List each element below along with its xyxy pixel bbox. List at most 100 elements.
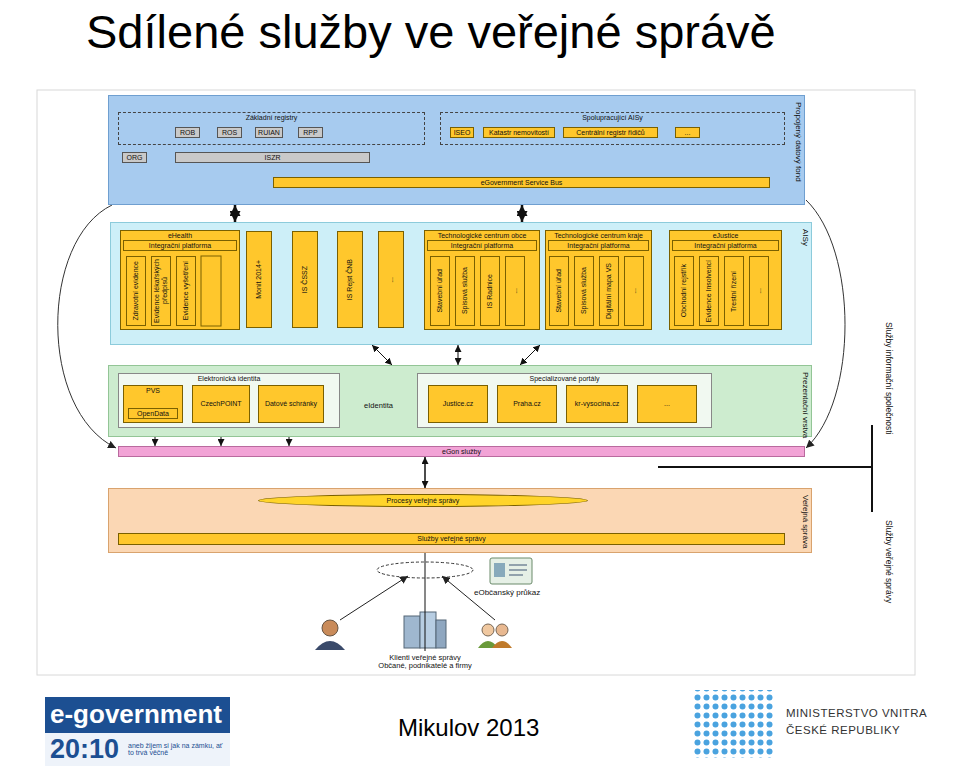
layer-band: Propojený datový fond Základní registryRO… xyxy=(108,95,805,205)
system-box: ISEO xyxy=(450,127,474,138)
layer-label: Veřejná správa xyxy=(800,495,809,548)
people-icon xyxy=(478,624,512,648)
logo-band xyxy=(45,697,230,733)
node-label: RUIAN xyxy=(258,129,280,137)
group-box: Elektronická identitaPVSOpenDataCzechPOI… xyxy=(118,373,340,428)
system-box: Evidence vyšetření xyxy=(176,256,196,326)
layer-band: Prezentační vrstvaElektronická identitaP… xyxy=(108,365,812,437)
node-label: ... xyxy=(664,400,670,408)
node-label: Monit 2014+ xyxy=(255,260,263,299)
connector-arrow xyxy=(424,457,426,488)
diagram-frame xyxy=(37,90,915,675)
node-label: ISEO xyxy=(454,129,471,137)
system-box: Evidence lékařských předpisů xyxy=(151,256,171,326)
system-box: eHealthIntegrační platformaZdravotní evi… xyxy=(120,230,240,330)
slide-title: Sdílené služby ve veřejné správě xyxy=(86,4,776,59)
client-arrow xyxy=(340,576,408,620)
registry-box: RPP xyxy=(298,127,323,138)
node-label: Obchodní rejstřík xyxy=(680,264,688,317)
id-card-icon xyxy=(490,558,532,584)
connector-arrow xyxy=(425,545,426,651)
node-label: Integrační platforma xyxy=(149,242,211,250)
layer-label: Prezentační vrstva xyxy=(800,372,809,438)
client-arrow xyxy=(442,576,495,620)
node-label: Spisová služba xyxy=(461,267,469,314)
ministry-logo xyxy=(692,690,774,758)
node-label: Procesy veřejné správy xyxy=(387,497,460,505)
system-box: CzechPOINT xyxy=(192,385,250,423)
node-label: Specializované portály xyxy=(529,375,599,383)
node-label: Digitální mapa VS xyxy=(605,263,613,319)
system-box: kr-vysocina.cz xyxy=(566,385,628,423)
system-box: Trestní řízení xyxy=(724,256,744,326)
system-box: ... xyxy=(675,127,700,138)
bracket-line xyxy=(658,466,872,468)
system-box: IS Rejst ČNB xyxy=(337,231,363,328)
node-label: Základní registry xyxy=(246,114,298,122)
node-label: OpenData xyxy=(137,410,169,418)
system-box: Integrační platforma xyxy=(427,240,537,251)
node-label: Trestní řízení xyxy=(730,271,738,312)
edge-label: eIdentita xyxy=(362,401,395,410)
node-label: eGovernment Service Bus xyxy=(481,179,563,187)
node-label: Stavební úřad xyxy=(555,269,563,313)
node-label: ... xyxy=(511,288,519,294)
node-label: Datové schránky xyxy=(265,400,317,408)
system-box: Integrační platforma xyxy=(548,240,649,251)
logo-band xyxy=(45,733,230,766)
node-label: ROB xyxy=(180,129,195,137)
system-box: ... xyxy=(378,231,404,328)
node-label: Klienti veřejné správy xyxy=(389,654,460,662)
node-label: Technologické centrum obce xyxy=(438,232,527,240)
registry-box: ORG xyxy=(122,152,147,163)
system-box: Spisová služba xyxy=(574,256,594,326)
node-label: Spisová služba xyxy=(580,267,588,314)
client-group: Klienti veřejné správyObčané, podnikatel… xyxy=(345,651,505,673)
system-box: Technologické centrum krajeIntegrační pl… xyxy=(545,230,652,330)
system-box: eJusticeIntegrační platformaObchodní rej… xyxy=(669,230,782,330)
registry-box: RUIAN xyxy=(255,127,283,138)
node-label: Služby veřejné správy xyxy=(417,535,485,543)
node-label: RPP xyxy=(303,129,317,137)
node-label: Centrální registr řidičů xyxy=(576,129,644,137)
layer-band: AISyeHealthIntegrační platformaZdravotní… xyxy=(110,222,812,345)
system-box: ... xyxy=(637,385,697,423)
node-label: kr-vysocina.cz xyxy=(575,400,619,408)
layer-label: Propojený datový fond xyxy=(793,102,802,182)
system-box: Centrální registr řidičů xyxy=(563,127,658,138)
empty-column xyxy=(201,256,221,326)
node-label: ... xyxy=(630,288,638,294)
node-label: Integrační platforma xyxy=(694,242,756,250)
bracket-line xyxy=(871,425,873,512)
node-label: ORG xyxy=(127,154,143,162)
ministry-name: ČESKÉ REPUBLIKY xyxy=(786,724,900,736)
service-bar: eGon služby xyxy=(118,446,805,457)
node-label: ... xyxy=(685,129,691,137)
node-label: IS Rejst ČNB xyxy=(346,259,354,300)
system-box: Stavební úřad xyxy=(430,256,450,326)
person-icon xyxy=(315,620,345,650)
footer-text: Mikulov 2013 xyxy=(398,714,539,742)
node-label: PVS xyxy=(146,387,160,395)
group-box: Spolupracující AISyISEOKatastr nemovitos… xyxy=(440,112,785,145)
node-label: ... xyxy=(755,288,763,294)
node-label: Justice.cz xyxy=(443,400,474,408)
card-caption: eObčanský průkaz xyxy=(474,588,540,597)
node-label: Integrační platforma xyxy=(451,242,513,250)
node-label: ISZR xyxy=(265,154,281,162)
system-box: ... xyxy=(749,256,769,326)
system-box: Spisová služba xyxy=(455,256,475,326)
logo-number: 20:10 xyxy=(50,734,119,765)
connector-arrow xyxy=(521,205,524,222)
system-box: Integrační platforma xyxy=(123,240,237,251)
system-box: Praha.cz xyxy=(497,385,557,423)
system-box: Justice.cz xyxy=(428,385,488,423)
node-label: Technologické centrum kraje xyxy=(554,232,643,240)
connector-arrow xyxy=(458,345,459,365)
system-box: ... xyxy=(505,256,525,326)
connector-arrow xyxy=(372,345,392,365)
logo-text: e-government xyxy=(50,699,222,730)
ministry-name: MINISTERSTVO VNITRA xyxy=(786,707,927,719)
system-box: Technologické centrum obceIntegrační pla… xyxy=(424,230,540,330)
node-label: Integrační platforma xyxy=(567,242,629,250)
